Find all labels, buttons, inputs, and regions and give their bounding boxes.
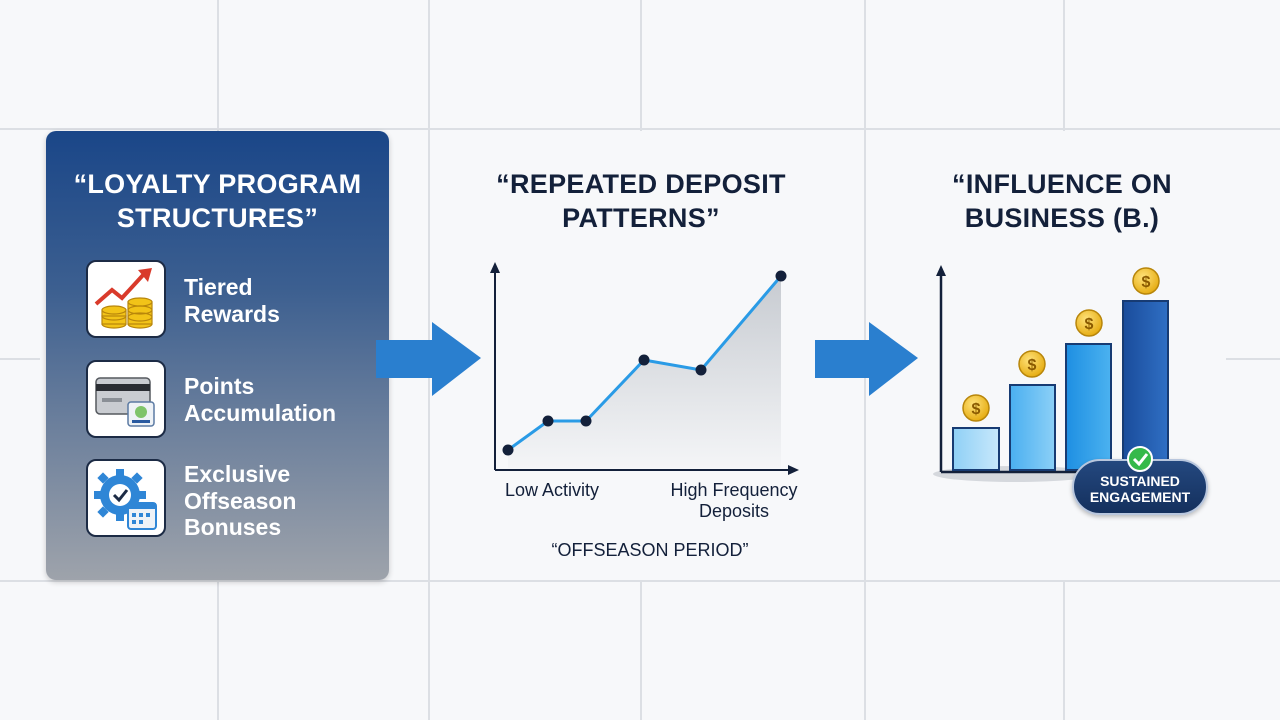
x-axis-arrow	[788, 465, 799, 475]
dollar-coin-icon: $	[1018, 350, 1046, 378]
offseason-period-caption: “OFFSEASON PERIOD”	[551, 540, 749, 560]
data-point	[580, 415, 592, 427]
grid-line	[1063, 582, 1065, 720]
area-fill	[508, 276, 781, 468]
bar	[952, 427, 1000, 471]
points-accumulation-label: Points Accumulation	[184, 373, 337, 426]
arrow-right-icon	[376, 322, 481, 396]
exclusive-offseason-bonuses-label: Exclusive Offseason Bonuses	[184, 461, 297, 540]
dollar-coin-icon: $	[1075, 309, 1103, 337]
arrow-right-icon	[815, 322, 918, 396]
grid-line	[1226, 358, 1280, 360]
grid-line	[640, 582, 642, 720]
grid-line	[0, 580, 1280, 582]
high-frequency-label: High Frequency Deposits	[670, 480, 798, 521]
data-point	[502, 444, 514, 456]
y-axis-arrow	[490, 262, 500, 273]
card-icon	[86, 360, 166, 438]
data-point	[695, 364, 707, 376]
coin-symbol: $	[1028, 357, 1037, 374]
bar	[1065, 343, 1112, 471]
loyalty-panel-title: “LOYALTY PROGRAM STRUCTURES”	[73, 169, 362, 233]
grid-line	[640, 0, 642, 131]
grid-line	[1063, 0, 1065, 131]
tiered-rewards-label: Tiered Rewards	[184, 274, 280, 327]
y-axis-arrow	[936, 265, 946, 276]
sustained-engagement-badge: SUSTAINED ENGAGEMENT	[1072, 459, 1208, 515]
coin-symbol: $	[1085, 316, 1094, 333]
data-point	[638, 354, 650, 366]
dollar-coin-icon: $	[1132, 267, 1160, 295]
rising-coins-icon	[86, 260, 166, 338]
bar	[1009, 384, 1056, 471]
coin-symbol: $	[972, 401, 981, 418]
low-activity-label: Low Activity	[504, 480, 600, 500]
bar	[1122, 300, 1169, 471]
dollar-coin-icon: $	[962, 394, 990, 422]
deposit-patterns-title: “REPEATED DEPOSIT PATTERNS”	[496, 169, 786, 233]
deposit-trend-line	[507, 275, 783, 452]
gear-calendar-icon	[86, 459, 166, 537]
grid-line	[0, 128, 1280, 130]
business-influence-title: “INFLUENCE ON BUSINESS (B.)	[952, 169, 1172, 233]
grid-line	[0, 358, 40, 360]
coin-symbol: $	[1142, 274, 1151, 291]
data-point	[542, 415, 554, 427]
data-point	[775, 270, 787, 282]
